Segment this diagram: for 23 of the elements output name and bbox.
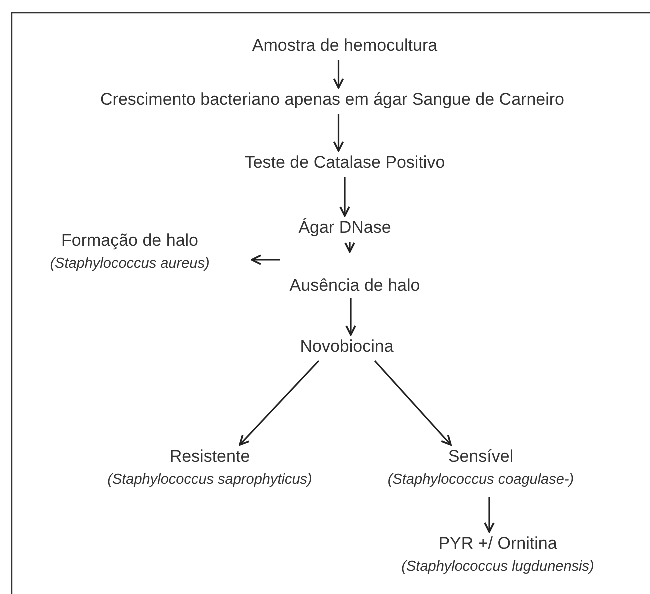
arrow bbox=[346, 298, 356, 336]
arrow bbox=[333, 114, 344, 152]
species-note: (Staphylococcus aureus) bbox=[50, 255, 210, 274]
arrow bbox=[251, 254, 280, 266]
step-label: Ausência de halo bbox=[290, 275, 420, 297]
arrow bbox=[239, 360, 320, 446]
step-label: Formação de halo bbox=[61, 230, 199, 252]
species-note: (Staphylococcus lugdunensis) bbox=[402, 558, 594, 577]
step-label: Sensível bbox=[448, 446, 514, 468]
arrow bbox=[340, 177, 350, 217]
species-note: (Staphylococcus coagulase-) bbox=[388, 471, 574, 490]
step-label: PYR +/ Ornitina bbox=[438, 533, 558, 555]
step-label: Resistente bbox=[170, 446, 250, 468]
arrow bbox=[344, 242, 356, 253]
step-label: Novobiocina bbox=[300, 336, 394, 358]
step-label: Teste de Catalase Positivo bbox=[244, 152, 446, 174]
arrow bbox=[374, 360, 452, 446]
arrow bbox=[333, 60, 344, 89]
step-label: Crescimento bacteriano apenas em ágar Sangue de Carneiro bbox=[100, 89, 564, 111]
species-note: (Staphylococcus saprophyticus) bbox=[108, 471, 312, 490]
step-label: Amostra de hemocultura bbox=[252, 35, 438, 57]
step-label: Ágar DNase bbox=[298, 217, 392, 239]
arrow bbox=[484, 497, 495, 533]
